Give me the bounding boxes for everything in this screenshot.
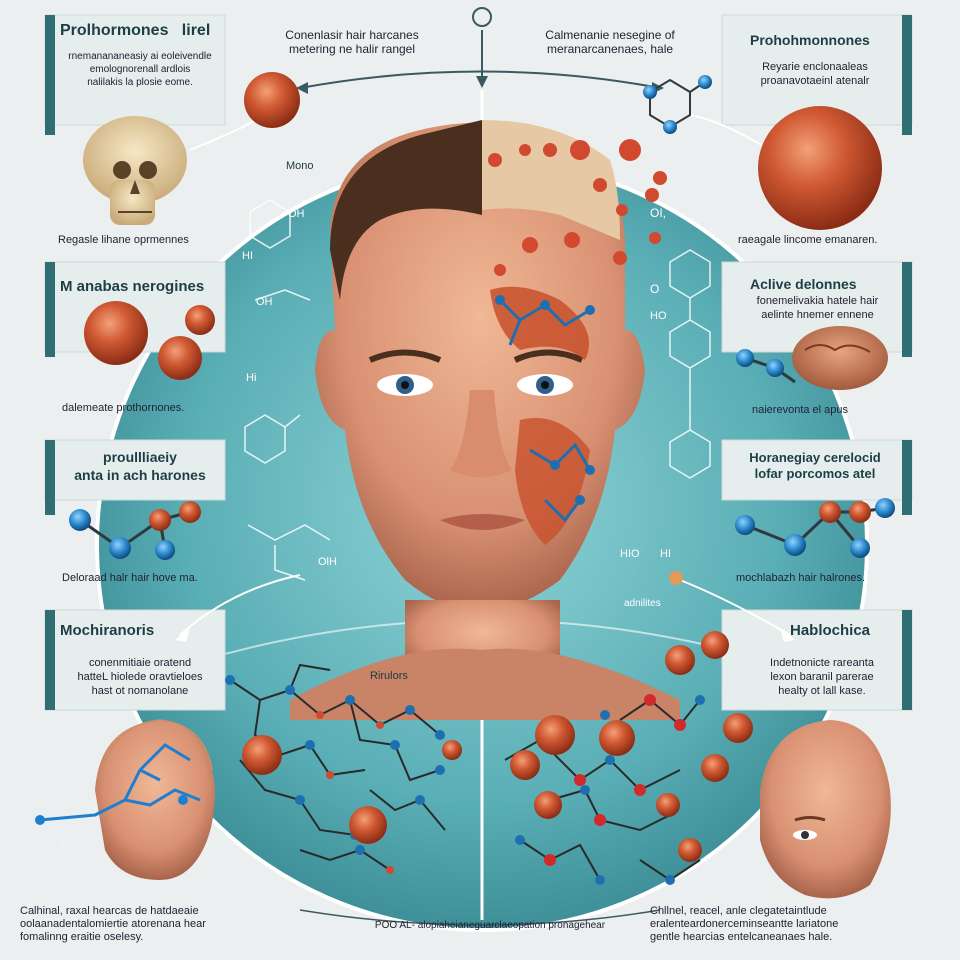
formula-label: HO [650, 310, 667, 322]
panel-right2-caption: naierevonta el apus [752, 404, 849, 416]
panel-right3-title: Horanegiay cerelocid lofar porcomos atel [749, 450, 881, 481]
panel-right1-caption: raeagale lincome emanaren. [738, 234, 878, 246]
panel-left1-title: Prolhormones lirel [60, 22, 211, 39]
bottom-right-text: Chllnel, reacel, anle clegatetaintlude e… [650, 905, 839, 943]
skull-icon [83, 116, 187, 225]
panel-left3-caption: Deloraad halr hair hove ma. [62, 572, 198, 584]
bottom-left-text: Calhinal, raxal hearcas de hatdaeaie ool… [20, 905, 206, 943]
hormone-ball-icon [758, 106, 882, 230]
panel-left4-title: Mochiranoris [60, 622, 155, 639]
top-marker-icon [472, 7, 492, 27]
panel-right4-sub: Indetnonicte rareanta lexon baranil pare… [770, 657, 874, 697]
particle-cluster [488, 139, 683, 585]
formula-label: HI [660, 548, 671, 560]
panel-left2-caption: dalemeate prothornones. [62, 402, 185, 414]
formula-label: OH [288, 208, 305, 220]
panel-right1-sub: Reyarie enclonaaleas proanavotaeinl aten… [760, 61, 870, 87]
panel-right2-title: Aclive delonnes [750, 276, 857, 292]
panel-left3-title: proullliaeiy anta in ach harones [74, 449, 206, 483]
panel-right4-title: Hablochica [790, 622, 871, 639]
formula-sketches [244, 199, 711, 581]
formula-label: O [650, 282, 660, 296]
formula-label: Hi [246, 372, 257, 384]
head-illustration-right [760, 720, 891, 899]
head-veins-illustration [35, 719, 215, 880]
panel-left2-title: M anabas nerogines [60, 278, 205, 295]
top-center-right-text: Calmenanie nesegine of meranarcanenaes, … [545, 28, 675, 56]
panel-left1-sub: rnemanananeasiy ai eoleivendle emolognor… [68, 51, 212, 88]
formula-label: adnilites [624, 598, 661, 609]
bottom-center-text: POO AL- alopiaheianeguarclaeopation pron… [374, 920, 606, 931]
bottom-small-label: aoid [60, 838, 78, 848]
formula-label: HIO [620, 548, 640, 560]
brain-icon [792, 326, 888, 390]
center-label-top: Mono [286, 160, 314, 172]
formula-label: HI [242, 250, 253, 262]
formula-label: OlH [318, 556, 337, 568]
panel-right2-sub: fonemelivakia hatele hair aelinte hnemer… [756, 295, 879, 321]
panel-left4-sub: conenmitiaie oratend hatteL hiolede orav… [77, 657, 203, 697]
formula-label: OH [256, 296, 273, 308]
hormone-ball-icon [244, 72, 300, 128]
panel-left1-caption: Regasle lihane oprmennes [58, 234, 189, 246]
formula-label: OI, [650, 206, 667, 220]
center-label-bottom: Rirulors [370, 670, 408, 682]
panel-right1-title: Prohohmonnones [750, 32, 870, 48]
hormone-ball-icon [84, 301, 148, 365]
top-center-left-text: Conenlasir hair harcanes metering ne hal… [285, 28, 419, 56]
panel-right3-caption: mochlabazh hair halrones. [736, 572, 866, 584]
